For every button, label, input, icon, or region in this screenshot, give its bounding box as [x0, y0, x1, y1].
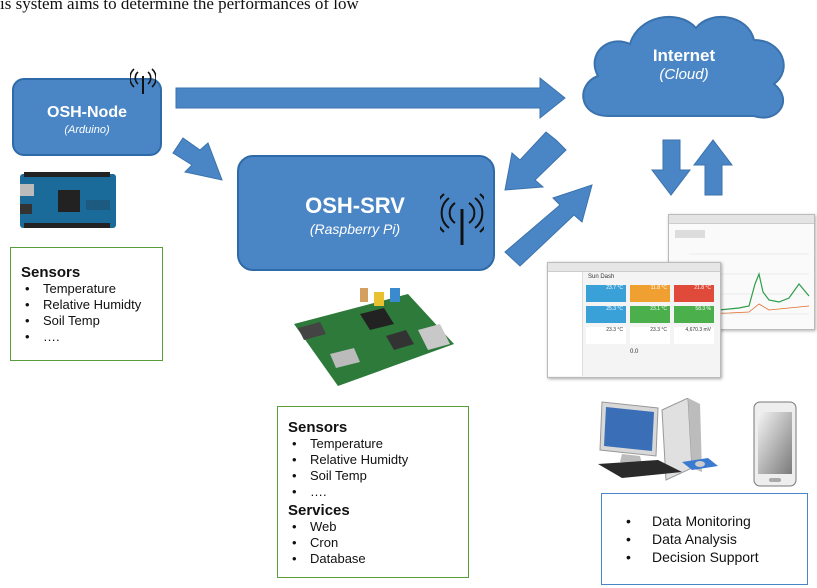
dashboard-window-bar [548, 263, 720, 272]
osh-srv-subtitle: (Raspberry Pi) [309, 221, 401, 237]
dashboard-tiles: 23.7 °C 11.8 °C 21.8 °C 25.3 °C 23.1 °C … [586, 285, 718, 355]
list-item: Relative Humidty [21, 297, 154, 313]
antenna-icon [130, 68, 156, 94]
dashboard-screenshot: Sun Dash 23.7 °C 11.8 °C 21.8 °C 25.3 °C… [547, 262, 721, 378]
arrow-cloud-up [692, 139, 734, 196]
arrow-node-to-cloud [175, 76, 566, 120]
client-functions-box: Data Monitoring Data Analysis Decision S… [601, 493, 808, 585]
dashboard-tile: 58.3 % [674, 306, 714, 323]
antenna-icon [440, 193, 484, 245]
raspberry-pi-board-icon [294, 288, 454, 386]
dashboard-tile: 23.3 °C [630, 327, 670, 344]
dashboard-tile: 23.3 °C [586, 327, 626, 344]
osh-srv-title: OSH-SRV [305, 193, 405, 218]
dashboard-sidebar [548, 272, 583, 376]
srv-info-box: Sensors Temperature Relative Humidty Soi… [277, 406, 469, 578]
list-item: Relative Humidty [288, 452, 460, 468]
cloud-label: Internet (Cloud) [590, 46, 778, 83]
cloud-shape [582, 15, 785, 119]
node-sensors-list: Temperature Relative Humidty Soil Temp …… [21, 281, 154, 345]
list-item: Database [288, 551, 460, 567]
list-item: Cron [288, 535, 460, 551]
list-item: Web [288, 519, 460, 535]
tile-value: 11.8 °C [650, 285, 667, 291]
list-item: Soil Temp [21, 313, 154, 329]
dashboard-tile: 25.3 °C [586, 306, 626, 323]
list-item: Temperature [288, 436, 460, 452]
dashboard-tile: 4,670.3 mV [674, 327, 714, 344]
list-item: …. [21, 329, 154, 345]
node-sensors-heading: Sensors [21, 264, 81, 281]
arrow-cloud-down [650, 139, 692, 196]
list-item: Soil Temp [288, 468, 460, 484]
chart-window-bar [669, 215, 814, 224]
arrow-srv-to-clients [504, 184, 593, 267]
list-item: Data Analysis [608, 530, 801, 548]
tile-value: 23.1 °C [650, 306, 667, 312]
osh-node-box: OSH-Node (Arduino) [12, 78, 162, 156]
arrow-node-to-srv [172, 137, 223, 181]
srv-services-heading: Services [288, 502, 350, 519]
tile-value: 23.3 °C [606, 327, 623, 333]
osh-node-title: OSH-Node [47, 104, 127, 121]
dashboard-tile: 21.8 °C [674, 285, 714, 302]
tile-value: 23.3 °C [650, 327, 667, 333]
header-text: is system aims to determine the performa… [0, 0, 359, 13]
node-sensors-box: Sensors Temperature Relative Humidty Soi… [10, 247, 163, 361]
srv-sensors-heading: Sensors [288, 419, 348, 436]
tile-value: 4,670.3 mV [685, 327, 711, 333]
desktop-computer-icon [598, 398, 718, 481]
tile-value: 58.3 % [695, 306, 711, 312]
dashboard-tile: 23.1 °C [630, 306, 670, 323]
list-item: Decision Support [608, 548, 801, 566]
smartphone-icon [753, 401, 797, 487]
cloud-subtitle: (Cloud) [659, 66, 709, 83]
dashboard-title: Sun Dash [588, 274, 615, 280]
tile-value: 23.7 °C [606, 285, 623, 291]
list-item: Temperature [21, 281, 154, 297]
list-item: Data Monitoring [608, 512, 801, 530]
client-functions-list: Data Monitoring Data Analysis Decision S… [608, 512, 801, 566]
tile-value: 21.8 °C [694, 285, 711, 291]
srv-sensors-list: Temperature Relative Humidty Soil Temp …… [288, 436, 460, 500]
cloud-title: Internet [652, 46, 716, 65]
list-item: …. [288, 484, 460, 500]
osh-node-subtitle: (Arduino) [64, 124, 110, 136]
arduino-board-icon [20, 172, 116, 228]
dashboard-bottom-value: 0.0 [630, 349, 639, 355]
srv-services-list: Web Cron Database [288, 519, 460, 567]
tile-value: 25.3 °C [606, 306, 623, 312]
dashboard-tile: 11.8 °C [630, 285, 670, 302]
osh-srv-box: OSH-SRV (Raspberry Pi) [237, 155, 495, 271]
dashboard-tile: 23.7 °C [586, 285, 626, 302]
arrow-cloud-to-srv [504, 131, 567, 191]
